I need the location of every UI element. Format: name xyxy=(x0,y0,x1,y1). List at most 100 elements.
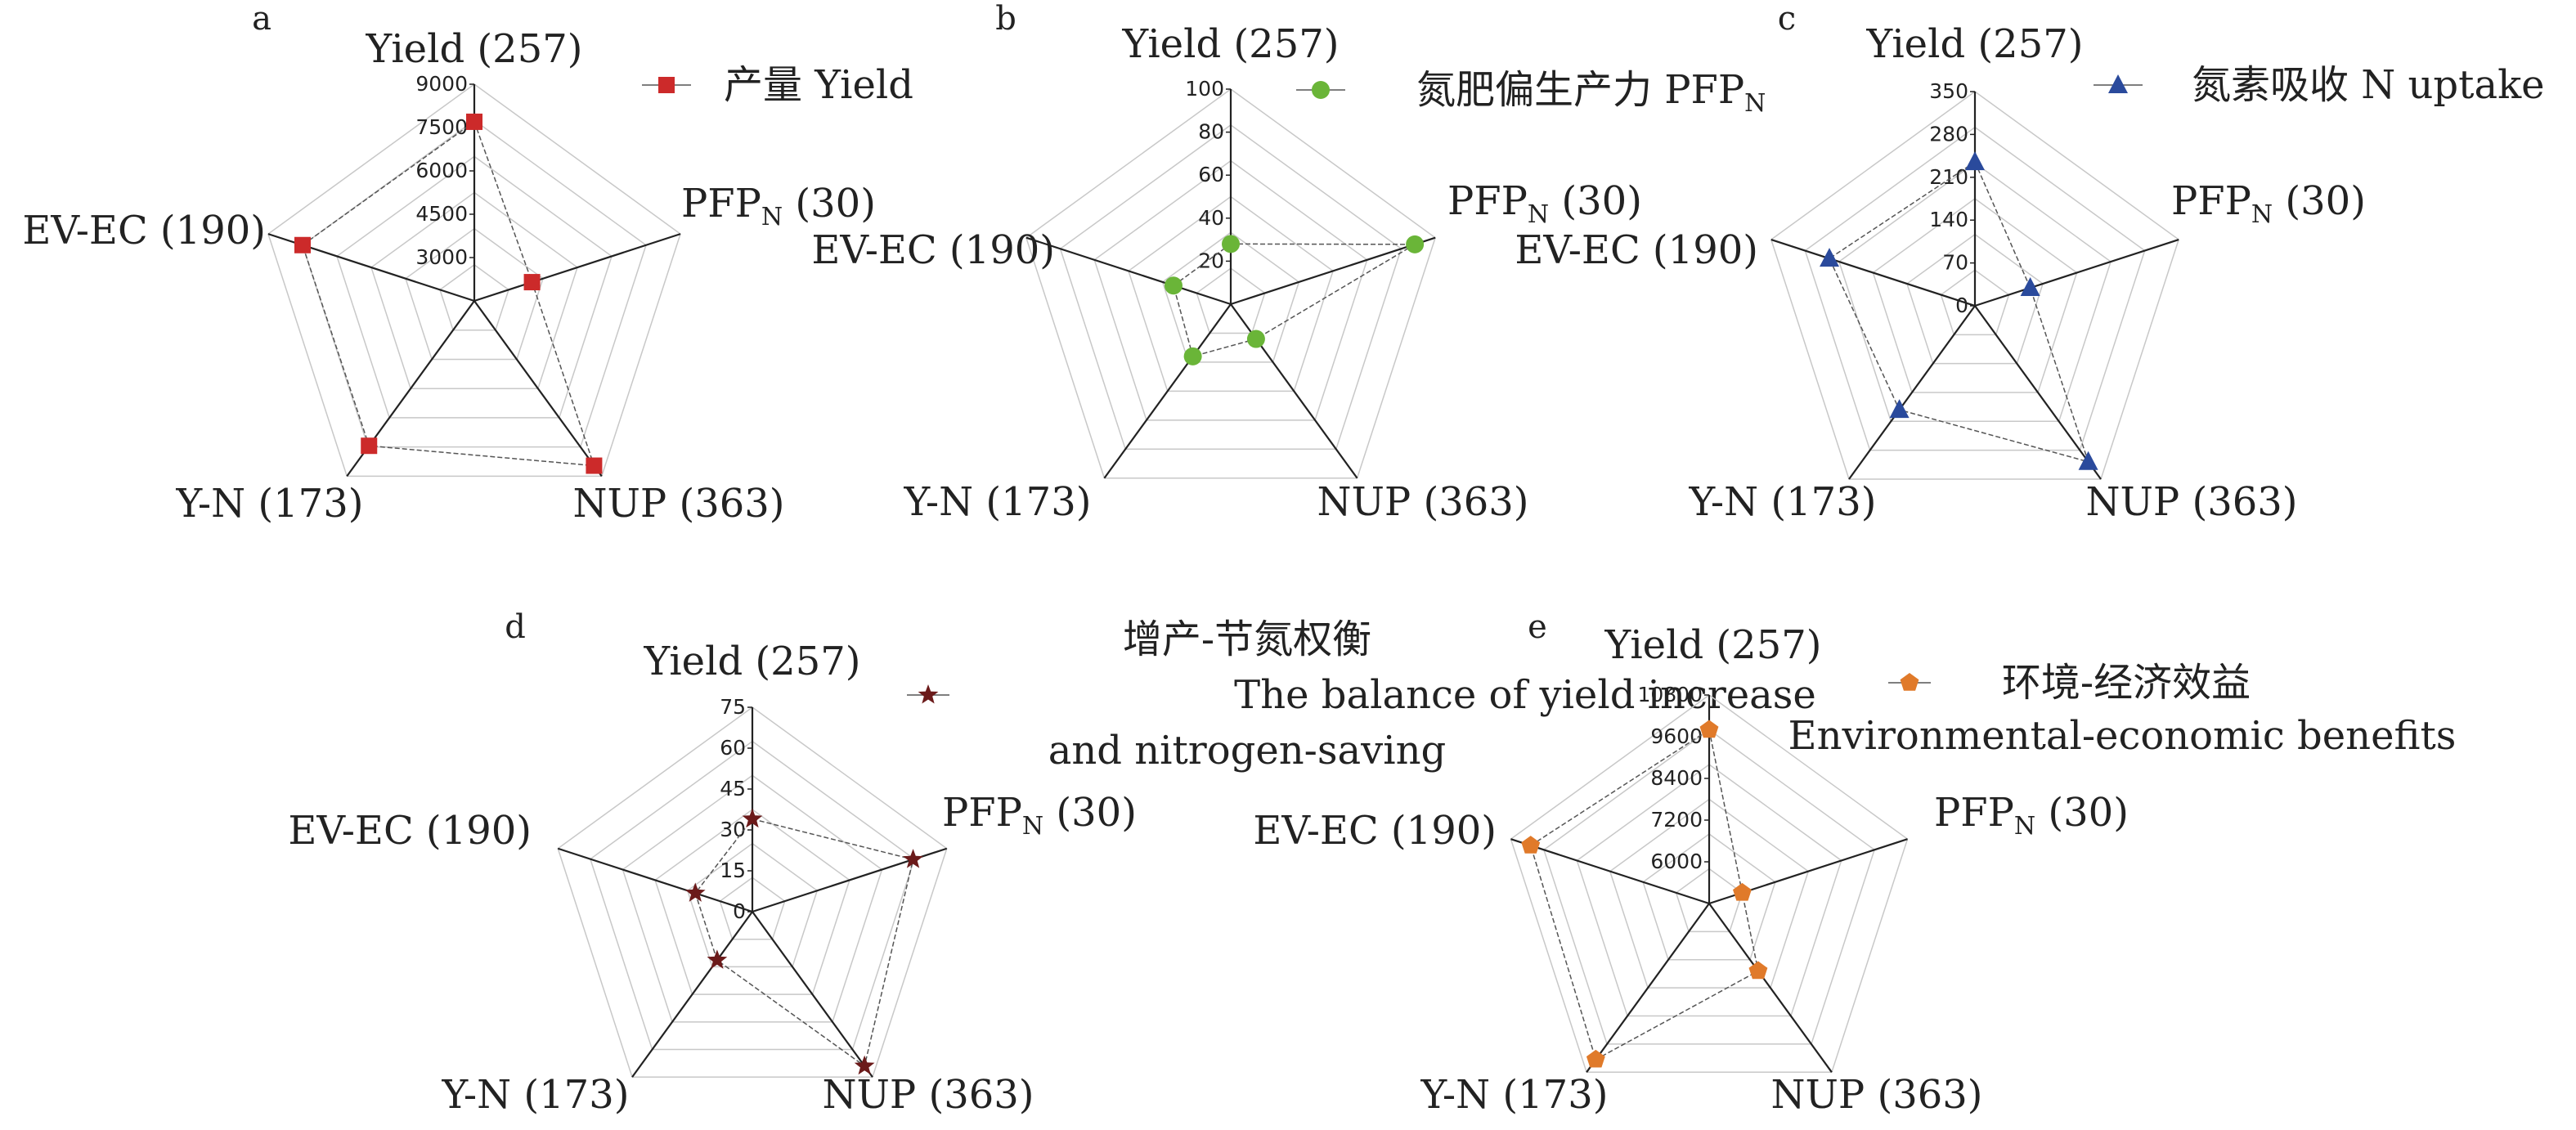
grid-ring xyxy=(1510,694,1909,1074)
series-line xyxy=(1173,243,1417,357)
axis-label: Yield (257) xyxy=(1865,21,2083,67)
grid-ring xyxy=(1872,198,2078,393)
axis-label: PFPN (30) xyxy=(1447,178,1642,229)
tick-label: 140 xyxy=(1929,208,1968,231)
panel-letter: d xyxy=(505,608,526,646)
axis-spoke xyxy=(1848,305,1976,480)
tick-label: 9000 xyxy=(415,72,468,96)
data-point xyxy=(466,113,482,130)
axis-spoke xyxy=(557,847,753,913)
tick-label: 45 xyxy=(720,777,746,800)
series-line xyxy=(1829,160,2089,463)
grid-ring xyxy=(302,119,647,448)
axis-label: Yield (257) xyxy=(643,639,860,684)
data-point xyxy=(1222,235,1240,253)
tick-label: 6000 xyxy=(415,159,468,182)
grid-ring xyxy=(1940,269,2010,336)
tick-label: 80 xyxy=(1198,120,1224,144)
grid-ring xyxy=(1196,267,1266,334)
grid-ring xyxy=(686,842,819,968)
grid-ring xyxy=(557,706,948,1078)
axis-spoke xyxy=(473,233,681,303)
tick-label: 40 xyxy=(1198,206,1224,230)
legend-label: 增产-节氮权衡 xyxy=(1123,617,1371,662)
axis-spoke xyxy=(752,911,873,1078)
axis-label: PFPN (30) xyxy=(681,181,876,231)
data-point xyxy=(1733,882,1752,901)
tick-label: 75 xyxy=(720,695,746,719)
axis-label: EV-EC (190) xyxy=(1515,227,1758,273)
data-point xyxy=(1406,235,1425,253)
grid-ring xyxy=(1543,729,1875,1045)
legend-label: Environmental-economic benefits xyxy=(1788,713,2457,759)
axis-label: Y-N (173) xyxy=(176,481,364,527)
grid-ring xyxy=(336,155,613,419)
data-point xyxy=(1246,330,1265,348)
panel-letter: a xyxy=(252,0,272,38)
axis-spoke xyxy=(1103,303,1232,479)
tick-label: 3000 xyxy=(415,245,468,269)
axis-spoke xyxy=(1974,305,2102,480)
tick-label: 210 xyxy=(1929,165,1968,189)
axis-label: EV-EC (190) xyxy=(1253,808,1497,854)
grid-ring xyxy=(370,191,578,389)
data-point xyxy=(2078,451,2098,470)
data-point xyxy=(684,882,706,902)
series-line xyxy=(1529,729,1759,1060)
grid-ring xyxy=(589,740,916,1051)
grid-ring xyxy=(719,877,786,940)
axis-label: Yield (257) xyxy=(1604,622,1821,668)
grid-ring xyxy=(622,774,883,1023)
data-point xyxy=(903,849,923,868)
grid-ring xyxy=(1576,764,1842,1017)
axis-label: EV-EC (190) xyxy=(22,208,266,253)
axis-label: Y-N (173) xyxy=(904,479,1092,525)
tick-label: 10800 xyxy=(1637,683,1703,706)
data-point xyxy=(2020,277,2040,297)
tick-label: 60 xyxy=(720,736,746,760)
data-point xyxy=(1889,399,1910,419)
axis-spoke xyxy=(631,911,753,1078)
data-point xyxy=(586,457,603,474)
axis-label: NUP (363) xyxy=(572,481,784,527)
legend-label: 产量 Yield xyxy=(724,62,913,108)
grid-ring xyxy=(1609,798,1810,989)
grid-ring xyxy=(1093,159,1368,421)
legend-marker xyxy=(1900,673,1919,691)
data-point xyxy=(1521,836,1541,854)
data-point xyxy=(1164,276,1183,295)
grid-ring xyxy=(405,227,544,361)
legend-marker xyxy=(1312,81,1330,99)
grid-ring xyxy=(1642,833,1776,961)
data-point xyxy=(742,808,763,828)
data-point xyxy=(1820,248,1840,267)
grid-ring xyxy=(1838,162,2112,423)
tick-label: 7500 xyxy=(415,115,468,139)
grid-ring xyxy=(1128,195,1334,392)
series-line xyxy=(302,120,595,467)
tick-label: 7200 xyxy=(1650,808,1703,832)
axis-spoke xyxy=(473,300,603,478)
tick-label: 6000 xyxy=(1650,850,1703,873)
axis-label: Y-N (173) xyxy=(1420,1072,1609,1118)
axis-spoke xyxy=(1586,903,1710,1073)
data-point xyxy=(1748,961,1768,980)
tick-label: 9600 xyxy=(1650,724,1703,748)
axis-label: Y-N (173) xyxy=(442,1072,630,1118)
tick-label: 0 xyxy=(1955,294,1968,317)
axis-spoke xyxy=(1230,236,1436,306)
axis-spoke xyxy=(1510,838,1710,905)
axis-label: NUP (363) xyxy=(822,1072,1034,1118)
data-point xyxy=(854,1055,875,1075)
tick-label: 70 xyxy=(1942,251,1968,275)
data-point xyxy=(361,437,378,455)
tick-label: 0 xyxy=(733,899,746,923)
data-point xyxy=(707,949,728,969)
panel-letter: b xyxy=(995,0,1016,38)
panel-letter: c xyxy=(1778,0,1796,38)
